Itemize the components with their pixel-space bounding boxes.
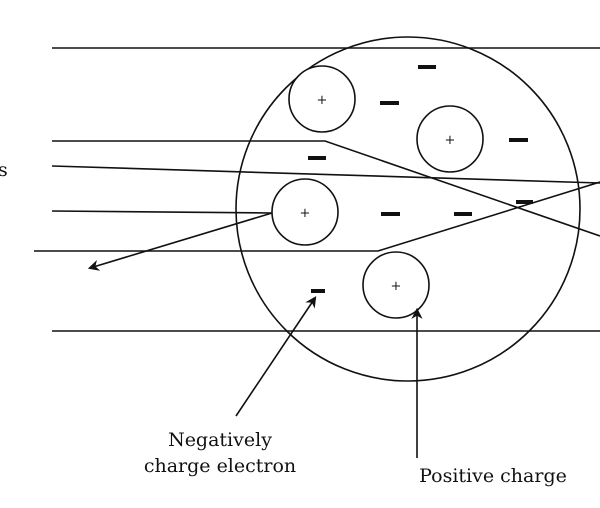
electron-5 [381,212,400,216]
electron-caption-line1: Negatively [168,429,272,451]
positive-symbol: + [391,279,402,294]
positive-symbol: + [445,133,456,148]
beam-line-deflected-down [52,140,600,237]
atom-outline [235,36,581,382]
electron-1 [418,65,436,69]
electron-2 [380,101,399,105]
electron-3 [509,138,528,142]
positive-charge-2: + [416,105,484,173]
electron-caption-line2: charge electron [144,455,296,477]
electron-4 [308,156,326,160]
electron-pointer-arrow [235,296,317,417]
beam-line-deflected-up [34,181,600,252]
edge-text-fragment: s [0,159,8,181]
positive-charge-1: + [288,65,356,133]
positive-symbol: + [300,206,311,221]
beam-line-slight-deflection [51,165,600,184]
positive-caption: Positive charge [419,465,567,487]
positive-charge-4: + [362,251,430,319]
positive-symbol: + [317,93,328,108]
electron-6 [454,212,472,216]
electron-8 [311,289,325,293]
positive-charge-3: + [271,178,339,246]
electron-7 [516,200,533,204]
